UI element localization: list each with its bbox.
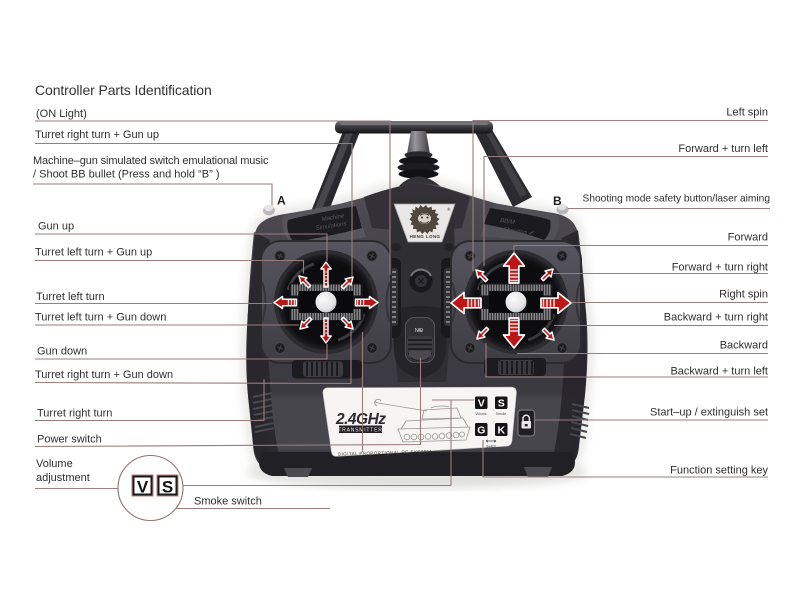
svg-text:Backward + turn left: Backward + turn left [670,366,768,378]
svg-text:Forward: Forward [728,232,768,244]
svg-text:Smoke switch: Smoke switch [194,496,262,508]
svg-text:Turret right turn: Turret right turn [37,408,112,420]
svg-text:S: S [498,397,505,409]
svg-text:Gun down: Gun down [37,346,87,358]
svg-text:Controller Parts Identificatio: Controller Parts Identification [35,82,212,98]
svg-text:Turret left turn + Gun down: Turret left turn + Gun down [35,312,166,324]
svg-text:DIGITAL PROPORTIONAL RC SYSTEM: DIGITAL PROPORTIONAL RC SYSTEM [338,449,432,457]
svg-text:Start–up / extinguish set: Start–up / extinguish set [650,407,768,419]
svg-text:adjustment: adjustment [36,472,90,484]
svg-text:Simulations: Simulations [315,221,347,232]
svg-text:B: B [553,194,562,208]
svg-text:Gun up: Gun up [38,221,74,233]
svg-text:HENG LONG: HENG LONG [410,234,441,239]
svg-text:Backward: Backward [720,340,768,352]
svg-text:G: G [477,424,485,436]
svg-text:K: K [498,424,506,436]
svg-text:Forward + turn right: Forward + turn right [672,262,768,274]
svg-text:Shooting mode safety button/la: Shooting mode safety button/laser aiming [583,194,771,205]
svg-text:Turret left turn + Gun up: Turret left turn + Gun up [35,247,152,259]
svg-text:(ON Light): (ON Light) [36,108,87,120]
svg-text:V: V [478,397,485,409]
svg-text:Turret right turn + Gun down: Turret right turn + Gun down [35,369,173,381]
svg-text:Volume: Volume [475,412,486,416]
svg-text:Turret left turn: Turret left turn [36,291,105,303]
svg-text:V: V [137,478,149,497]
svg-text:Smoke: Smoke [496,412,507,416]
svg-text:/ Shoot BB bullet (Press and h: / Shoot BB bullet (Press and hold “B” ) [33,169,219,181]
svg-text:S: S [162,478,173,497]
svg-text:A: A [277,194,286,208]
svg-text:®: ® [447,206,451,212]
svg-text:BB/M: BB/M [500,218,515,226]
svg-text:Forward + turn left: Forward + turn left [678,143,768,155]
svg-text:Right spin: Right spin [719,289,768,301]
svg-text:Backward + turn right: Backward + turn right [664,312,768,324]
svg-text:TRANSMITTER: TRANSMITTER [338,428,382,434]
svg-text:Turret right turn + Gun up: Turret right turn + Gun up [35,129,159,141]
svg-text:Sound Effect: Sound Effect [481,449,500,453]
svg-text:Switch: Switch [486,445,496,449]
svg-text:Volume: Volume [36,458,73,470]
svg-text:2.4GHz: 2.4GHz [335,411,386,428]
svg-text:Power switch: Power switch [37,434,102,446]
svg-text:Machine: Machine [321,213,345,223]
svg-text:Shooting ✔: Shooting ✔ [503,227,535,237]
svg-text:Left spin: Left spin [726,107,768,119]
svg-text:Function setting key: Function setting key [670,465,768,477]
svg-text:Machine–gun simulated switch e: Machine–gun simulated switch emulational… [33,155,269,167]
